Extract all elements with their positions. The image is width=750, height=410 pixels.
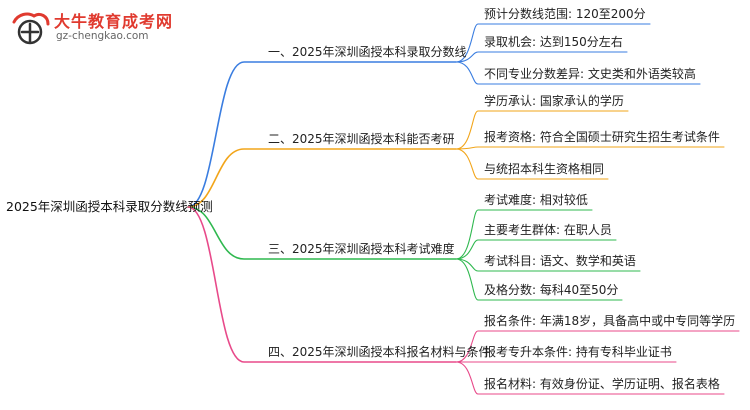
branch-1-item-1: 预计分数线范围: 120至200分 bbox=[484, 7, 646, 21]
branch-2-item-3: 与统招本科生资格相同 bbox=[484, 162, 605, 176]
branch-1-link bbox=[187, 61, 457, 208]
branch-2-item-2: 报考资格: 符合全国硕士研究生招生考试条件 bbox=[484, 130, 720, 144]
branch-1-item-3: 不同专业分数差异: 文史类和外语类较高 bbox=[484, 67, 696, 81]
branch-2-item-1: 学历承认: 国家承认的学历 bbox=[484, 94, 624, 108]
branch-3-item-1: 考试难度: 相对较低 bbox=[484, 193, 588, 207]
branch-1-item-2-link bbox=[455, 51, 628, 63]
branch-3-link bbox=[187, 206, 457, 260]
branch-4-link bbox=[187, 206, 457, 363]
branch-1-item-2: 录取机会: 达到150分左右 bbox=[484, 35, 623, 49]
branch-1-item-3-link bbox=[455, 61, 701, 85]
branch-4-item-1-link bbox=[455, 330, 740, 363]
logo-title: 大牛教育成考网 bbox=[54, 12, 174, 31]
branch-3-item-4-link bbox=[455, 258, 623, 301]
bull-logo-icon bbox=[12, 12, 50, 45]
branch-3-item-4: 及格分数: 每科40至50分 bbox=[484, 283, 619, 297]
branch-2-item-1-link bbox=[455, 110, 629, 150]
branch-2-item-3-link bbox=[455, 148, 609, 180]
mindmap-root: 2025年深圳函授本科录取分数线预测 bbox=[6, 199, 213, 214]
branch-4-item-1: 报名条件: 年满18岁，具备高中或中专同等学历 bbox=[484, 314, 736, 328]
branch-3-label: 三、2025年深圳函授本科考试难度 bbox=[268, 242, 455, 256]
branch-3-item-2: 主要考生群体: 在职人员 bbox=[484, 223, 612, 237]
branch-2-label: 二、2025年深圳函授本科能否考研 bbox=[268, 132, 455, 146]
branch-4-item-3: 报名材料: 有效身份证、学历证明、报名表格 bbox=[484, 377, 720, 391]
site-logo: 大牛教育成考网 gz-chengkao.com bbox=[8, 6, 198, 50]
branch-3-item-3: 考试科目: 语文、数学和英语 bbox=[484, 254, 636, 268]
branch-3-item-3-link bbox=[455, 258, 641, 272]
branch-3-item-1-link bbox=[455, 209, 593, 260]
logo-url: gz-chengkao.com bbox=[56, 30, 149, 42]
branch-3-item-2-link bbox=[455, 239, 617, 260]
branch-2-link bbox=[187, 148, 457, 208]
branch-1-item-1-link bbox=[455, 23, 651, 63]
branch-4-label: 四、2025年深圳函授本科报名材料与条件 bbox=[268, 345, 491, 359]
branch-2-item-2-link bbox=[455, 146, 725, 150]
branch-4-item-3-link bbox=[455, 361, 725, 395]
branch-1-label: 一、2025年深圳函授本科录取分数线 bbox=[268, 45, 467, 59]
branch-4-item-2: 报考专升本条件: 持有专科毕业证书 bbox=[484, 345, 672, 359]
